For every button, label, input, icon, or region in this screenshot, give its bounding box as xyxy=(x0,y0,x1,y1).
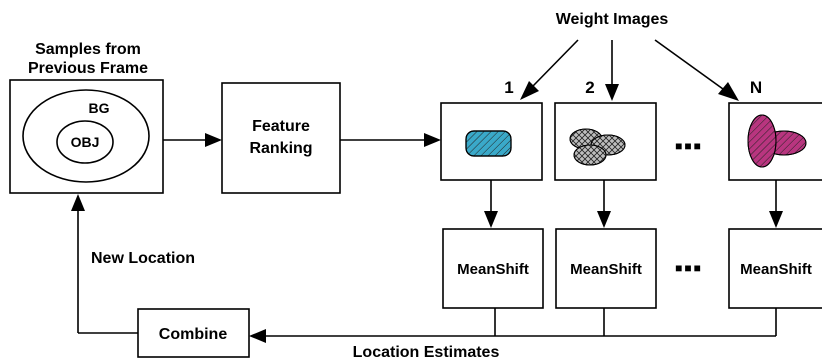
arrowhead-weight-1 xyxy=(424,133,441,147)
arrowhead-label-2 xyxy=(605,84,619,101)
weight-image-index-2: 2 xyxy=(585,78,594,97)
meanshift-box-2 xyxy=(555,228,657,309)
samples-title-line1: Samples from xyxy=(35,41,141,58)
combine-box xyxy=(137,308,250,358)
bg-label: BG xyxy=(89,100,110,116)
arrowhead-feature xyxy=(205,133,222,147)
new-location-label: New Location xyxy=(91,250,195,267)
weight-image-index-1: 1 xyxy=(504,78,513,97)
magenta-ellipses-icon xyxy=(747,114,807,168)
meanshift-label-n: MeanShift xyxy=(740,261,812,278)
location-estimates-label: Location Estimates xyxy=(353,344,500,361)
feature-ranking-box xyxy=(221,82,341,194)
combine-label: Combine xyxy=(159,326,228,343)
arrowhead-label-n xyxy=(718,82,739,101)
meanshift-label-2: MeanShift xyxy=(570,261,642,278)
weight-images-ellipsis: ■■■ xyxy=(675,139,703,153)
weight-image-index-n: N xyxy=(750,78,762,97)
weight-images-label: Weight Images xyxy=(556,11,669,28)
arrowhead-label-1 xyxy=(520,81,539,100)
arrowhead-samples xyxy=(71,194,85,211)
feature-ranking-line1: Feature xyxy=(252,118,310,135)
obj-label: OBJ xyxy=(71,134,100,150)
meanshift-ellipsis: ■■■ xyxy=(675,261,703,275)
arrow-label-to-weight-n xyxy=(654,39,724,90)
obj-region xyxy=(56,120,114,164)
arrowhead-meanshift-n xyxy=(769,211,783,228)
arrowhead-combine xyxy=(249,329,266,343)
meanshift-box-n xyxy=(728,228,822,309)
arrow-label-to-weight-1 xyxy=(532,39,579,87)
samples-title-line2: Previous Frame xyxy=(28,60,148,77)
feature-ranking-line2: Ranking xyxy=(249,140,312,157)
arrowhead-meanshift-2 xyxy=(597,211,611,228)
arrowhead-meanshift-1 xyxy=(484,211,498,228)
meanshift-box-1 xyxy=(442,228,544,309)
meanshift-label-1: MeanShift xyxy=(457,261,529,278)
cyan-blob-icon xyxy=(465,130,512,157)
gray-ellipses-icon xyxy=(569,128,626,166)
